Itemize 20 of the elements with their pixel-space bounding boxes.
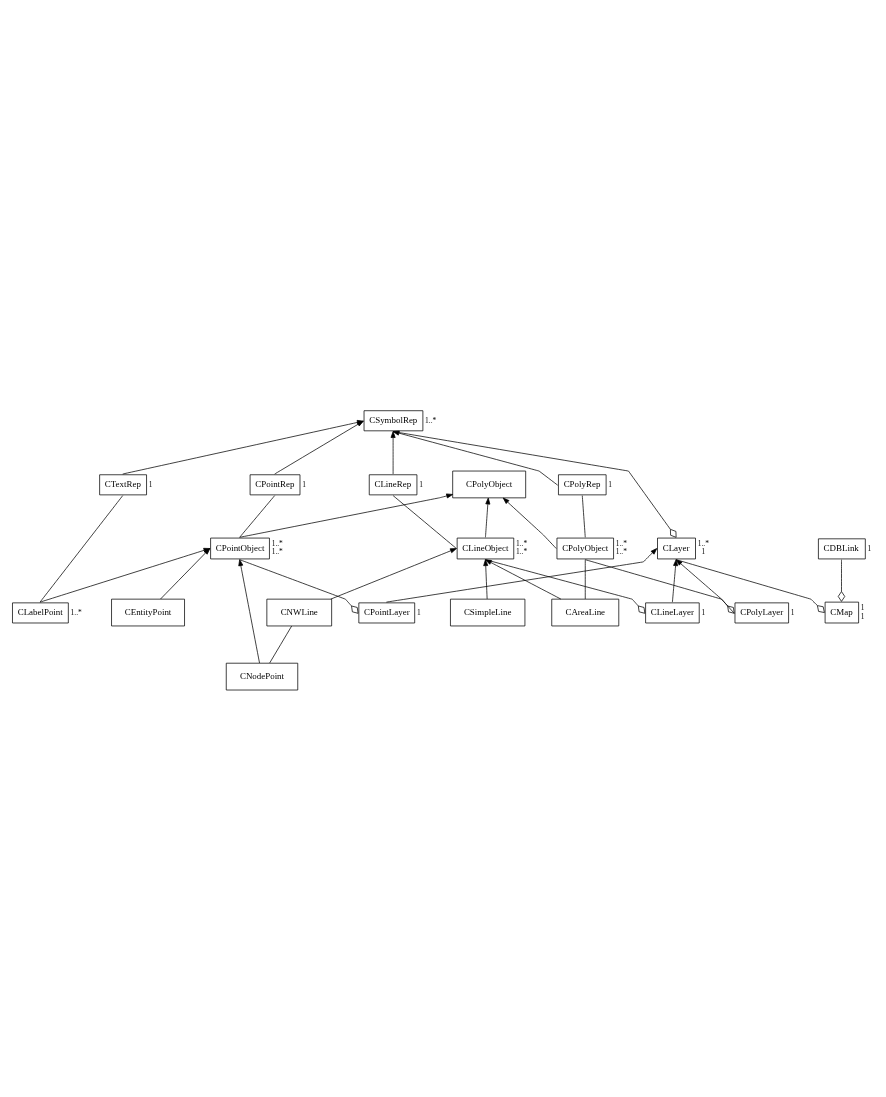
node-label: 1 [860,603,865,613]
node-label: 1 [148,479,153,489]
node-label: 1..* [70,607,82,617]
node-label: 1 [416,607,421,617]
node-label: 1 [419,479,423,489]
node-label: 1 [302,479,306,489]
node-label: 1 [867,543,872,553]
node-label: 1..* [515,539,528,549]
node-label: 1..* [271,547,283,557]
node-label: 1 [701,607,706,617]
node-label: 1 [608,479,613,489]
node-label: 1..* [425,415,437,425]
node-label: 1..* [615,539,627,549]
node-label: 1 [860,611,865,621]
node-label: 1 [790,607,795,617]
node-label: 1..* [271,539,283,549]
node-label: 1..* [515,547,528,557]
node-label: 1..* [615,547,627,557]
node-label: 1..* [697,539,709,549]
node-label: 1 [701,547,706,557]
